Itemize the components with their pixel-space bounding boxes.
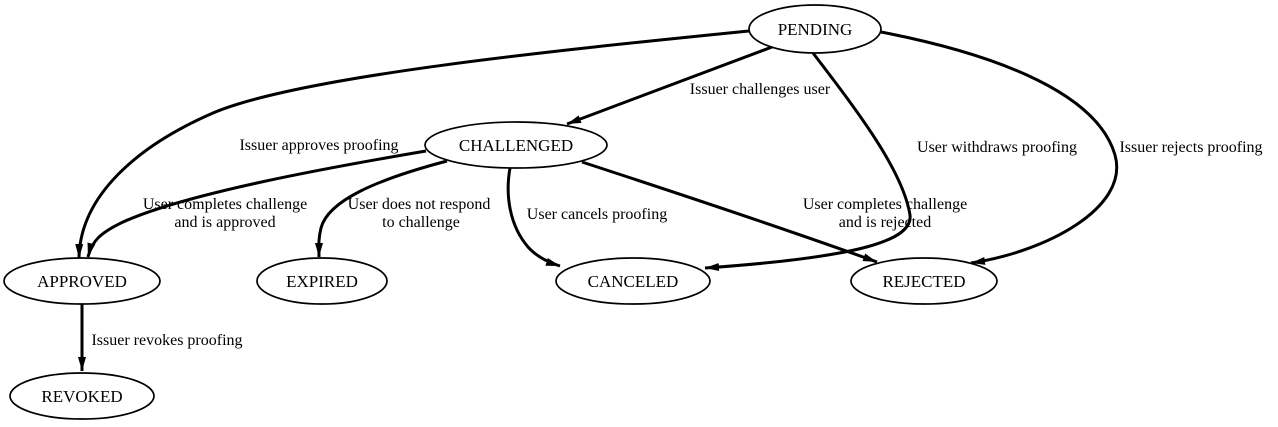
edge-label-issuer-revokes-proofing: Issuer revokes proofing (91, 332, 242, 349)
node-revoked-ellipse (9, 372, 155, 420)
node-canceled-label: CANCELED (588, 272, 679, 291)
node-pending-label: PENDING (778, 20, 853, 39)
node-canceled-ellipse (555, 257, 711, 305)
edge-label-issuer-approves-proofing: Issuer approves proofing (239, 137, 398, 154)
edges-layer (75, 29, 1119, 371)
edge-label-user-does-not-respond-line2: to challenge (382, 214, 460, 231)
edge-pending-rejected (880, 30, 1119, 265)
node-approved-label: APPROVED (37, 272, 127, 291)
edge-label-user-completes-challenge-approved-line2: and is approved (174, 214, 275, 231)
edge-label-user-completes-challenge-rejected-line2: and is rejected (839, 214, 931, 231)
node-pending: PENDING (748, 4, 882, 54)
edge-label-user-cancels-proofing: User cancels proofing (527, 206, 667, 223)
edge-challenged-expired (314, 159, 448, 258)
node-rejected-ellipse (850, 257, 998, 305)
node-expired: EXPIRED (256, 257, 388, 305)
node-expired-label: EXPIRED (286, 272, 358, 291)
node-expired-ellipse (256, 257, 388, 305)
node-canceled: CANCELED (555, 257, 711, 305)
node-rejected: REJECTED (850, 257, 998, 305)
edge-labels-layer: Issuer challenges user Issuer approves p… (91, 81, 1262, 349)
edge-pending-challenged (566, 45, 773, 126)
edge-challenged-canceled (506, 167, 561, 268)
node-challenged: CHALLENGED (424, 121, 608, 169)
edge-label-user-completes-challenge-approved-line1: User completes challenge (143, 196, 307, 213)
node-revoked: REVOKED (9, 372, 155, 420)
node-challenged-ellipse (424, 121, 608, 169)
node-pending-ellipse (748, 4, 882, 54)
edge-challenged-rejected (581, 160, 878, 264)
nodes-layer: PENDING CHALLENGED APPROVED EXPIRED CANC… (3, 4, 998, 420)
node-challenged-label: CHALLENGED (459, 136, 573, 155)
edge-label-user-completes-challenge-rejected-line1: User completes challenge (803, 196, 967, 213)
edge-label-user-does-not-respond-line1: User does not respond (348, 196, 491, 213)
node-rejected-label: REJECTED (882, 272, 965, 291)
edge-challenged-approved (86, 149, 427, 258)
edge-label-issuer-challenges-user: Issuer challenges user (690, 81, 831, 98)
edge-label-user-withdraws-proofing: User withdraws proofing (917, 139, 1077, 156)
edge-pending-canceled (704, 52, 912, 272)
edge-label-issuer-rejects-proofing: Issuer rejects proofing (1119, 139, 1262, 156)
node-approved-ellipse (3, 257, 161, 305)
node-approved: APPROVED (3, 257, 161, 305)
node-revoked-label: REVOKED (41, 387, 122, 406)
edge-pending-approved (75, 29, 750, 259)
